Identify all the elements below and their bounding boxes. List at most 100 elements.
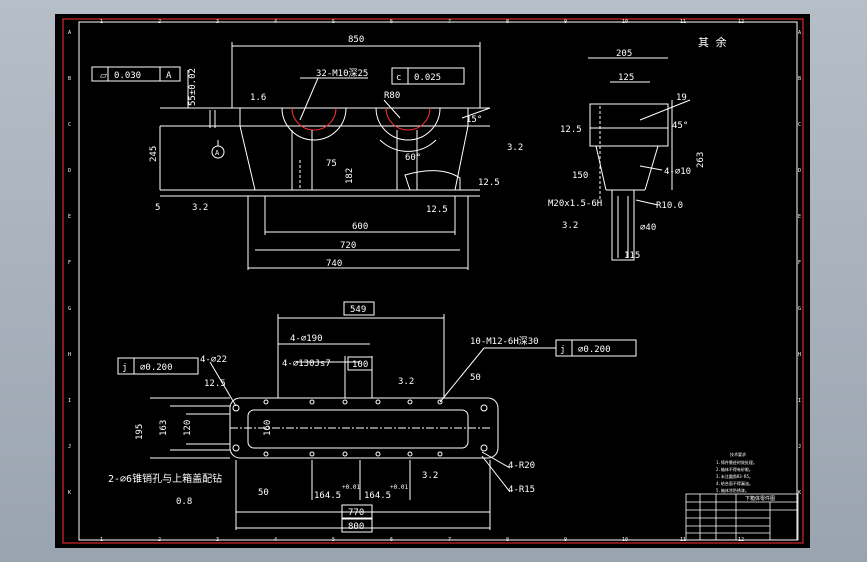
side-view	[588, 57, 691, 261]
flatness-symbol: ⏥	[100, 71, 107, 81]
dim-115: 115	[624, 251, 640, 261]
dim-100: 100	[352, 360, 368, 370]
border-letter: G	[798, 306, 801, 312]
top-view-labels: 549 4-∅190 4-∅130Js7 100 10-M12-6H深30 4-…	[108, 301, 539, 533]
border-number: 1	[100, 19, 103, 25]
border-number: 6	[390, 537, 393, 543]
rough-3-2-side: 3.2	[562, 221, 578, 231]
tol-a: +0.01	[342, 484, 360, 491]
tech-note-3: 3.未注圆角R3-R5。	[716, 473, 753, 479]
dim-160: 160	[263, 420, 273, 436]
thread-holes-top: 10-M12-6H深30	[470, 336, 539, 347]
border-number: 11	[680, 537, 686, 543]
dim-600: 600	[352, 222, 368, 232]
dim-195: 195	[135, 424, 145, 440]
border-letter: B	[798, 76, 801, 82]
side-view-labels: 205 125 19 12.5 45° 150 4-∅10 263 M20x1.…	[548, 49, 706, 261]
tech-note-5: 5.箱体涂防锈漆。	[716, 487, 749, 493]
dim-205: 205	[616, 49, 632, 59]
dim-800: 800	[348, 522, 364, 532]
dim-182: 182	[345, 168, 355, 184]
border-letter: F	[798, 260, 801, 266]
border-number: 8	[506, 19, 509, 25]
angle-15: 15°	[466, 115, 482, 125]
holes-4-10: 4-∅10	[664, 167, 691, 177]
border-letter: D	[798, 168, 801, 174]
dim-55: 55±0.02	[188, 68, 198, 106]
border-number: 3	[216, 537, 219, 543]
border-letter: J	[68, 444, 71, 450]
dim-740: 740	[326, 259, 342, 269]
tech-note-2: 2.箱体不得有砂眼。	[716, 466, 753, 472]
border-letter: K	[68, 490, 71, 496]
dim-720: 720	[340, 241, 356, 251]
dim-125: 125	[618, 73, 634, 83]
rough-12-5-top: 12.5	[204, 379, 226, 389]
datum-a: A	[215, 149, 220, 157]
tech-note-1: 1.铸件需经时效处理。	[716, 459, 757, 465]
cylindricity-tolerance-frame	[391, 67, 465, 85]
dim-19: 19	[676, 93, 687, 103]
border-letter: A	[68, 30, 71, 36]
border-number: 8	[506, 537, 509, 543]
cyl-value: 0.025	[414, 73, 441, 83]
holes-130: 4-∅130Js7	[282, 359, 331, 369]
border-number: 9	[564, 537, 567, 543]
dim-50-right: 50	[470, 373, 481, 383]
border-letter: C	[68, 122, 71, 128]
border-letter: G	[68, 306, 71, 312]
border-number: 1	[100, 537, 103, 543]
tech-notes-title: 技术要求	[730, 451, 746, 457]
dim-75: 75	[326, 159, 337, 169]
border-letter: I	[798, 398, 801, 404]
dim-150: 150	[572, 171, 588, 181]
border-letter: K	[798, 490, 801, 496]
border-number: 5	[332, 537, 335, 543]
angle-60: 60°	[405, 153, 421, 163]
border-letter: E	[798, 214, 801, 220]
rough-3-2-top: 3.2	[398, 377, 414, 387]
thread-holes-note: 32-M10深25	[316, 68, 368, 79]
dim-50-bottom: 50	[258, 488, 269, 498]
border-letter: I	[68, 398, 71, 404]
dim-850: 850	[348, 35, 364, 45]
dim-120: 120	[183, 420, 193, 436]
dim-12-5-right: 12.5	[478, 178, 500, 188]
title-block-title: 下箱体零件图	[745, 495, 775, 502]
radius-4-r15: 4-R15	[508, 485, 535, 495]
border-number: 2	[158, 19, 161, 25]
rough-mark-rest: 其 余	[698, 35, 727, 49]
outer-frame	[62, 18, 804, 544]
pin-hole-note: 2-∅6锥销孔与上箱盖配钻	[108, 472, 222, 485]
border-letter: A	[798, 30, 801, 36]
border-number: 10	[622, 19, 628, 25]
radius-4-r20: 4-R20	[508, 461, 535, 471]
dim-245: 245	[149, 146, 159, 162]
rough-3-2-right: 3.2	[507, 143, 523, 153]
title-block	[685, 493, 799, 541]
border-letter: H	[68, 352, 71, 358]
border-number: 4	[274, 19, 277, 25]
dim-164-5-b: 164.5	[364, 491, 391, 501]
top-view	[150, 314, 556, 530]
tol-b: +0.01	[390, 484, 408, 491]
holes-22: 4-∅22	[200, 355, 227, 365]
border-letter: J	[798, 444, 801, 450]
cyl-symbol: c	[396, 73, 401, 83]
border-letter: B	[68, 76, 71, 82]
holes-190: 4-∅190	[290, 334, 323, 344]
front-view	[159, 42, 491, 270]
pos-symbol-left: j	[122, 363, 127, 373]
border-letter: F	[68, 260, 71, 266]
flatness-tolerance-frame	[91, 66, 181, 82]
rough-3-2-top-b: 3.2	[422, 471, 438, 481]
rough-1-6: 1.6	[250, 93, 266, 103]
border-number: 7	[448, 19, 451, 25]
inner-frame	[78, 21, 798, 541]
front-view-labels: 850 55±0.02 32-M10深25 R80 15° 60° 245 A …	[149, 35, 523, 269]
pos-value-left: ∅0.200	[140, 363, 173, 373]
border-number: 5	[332, 19, 335, 25]
